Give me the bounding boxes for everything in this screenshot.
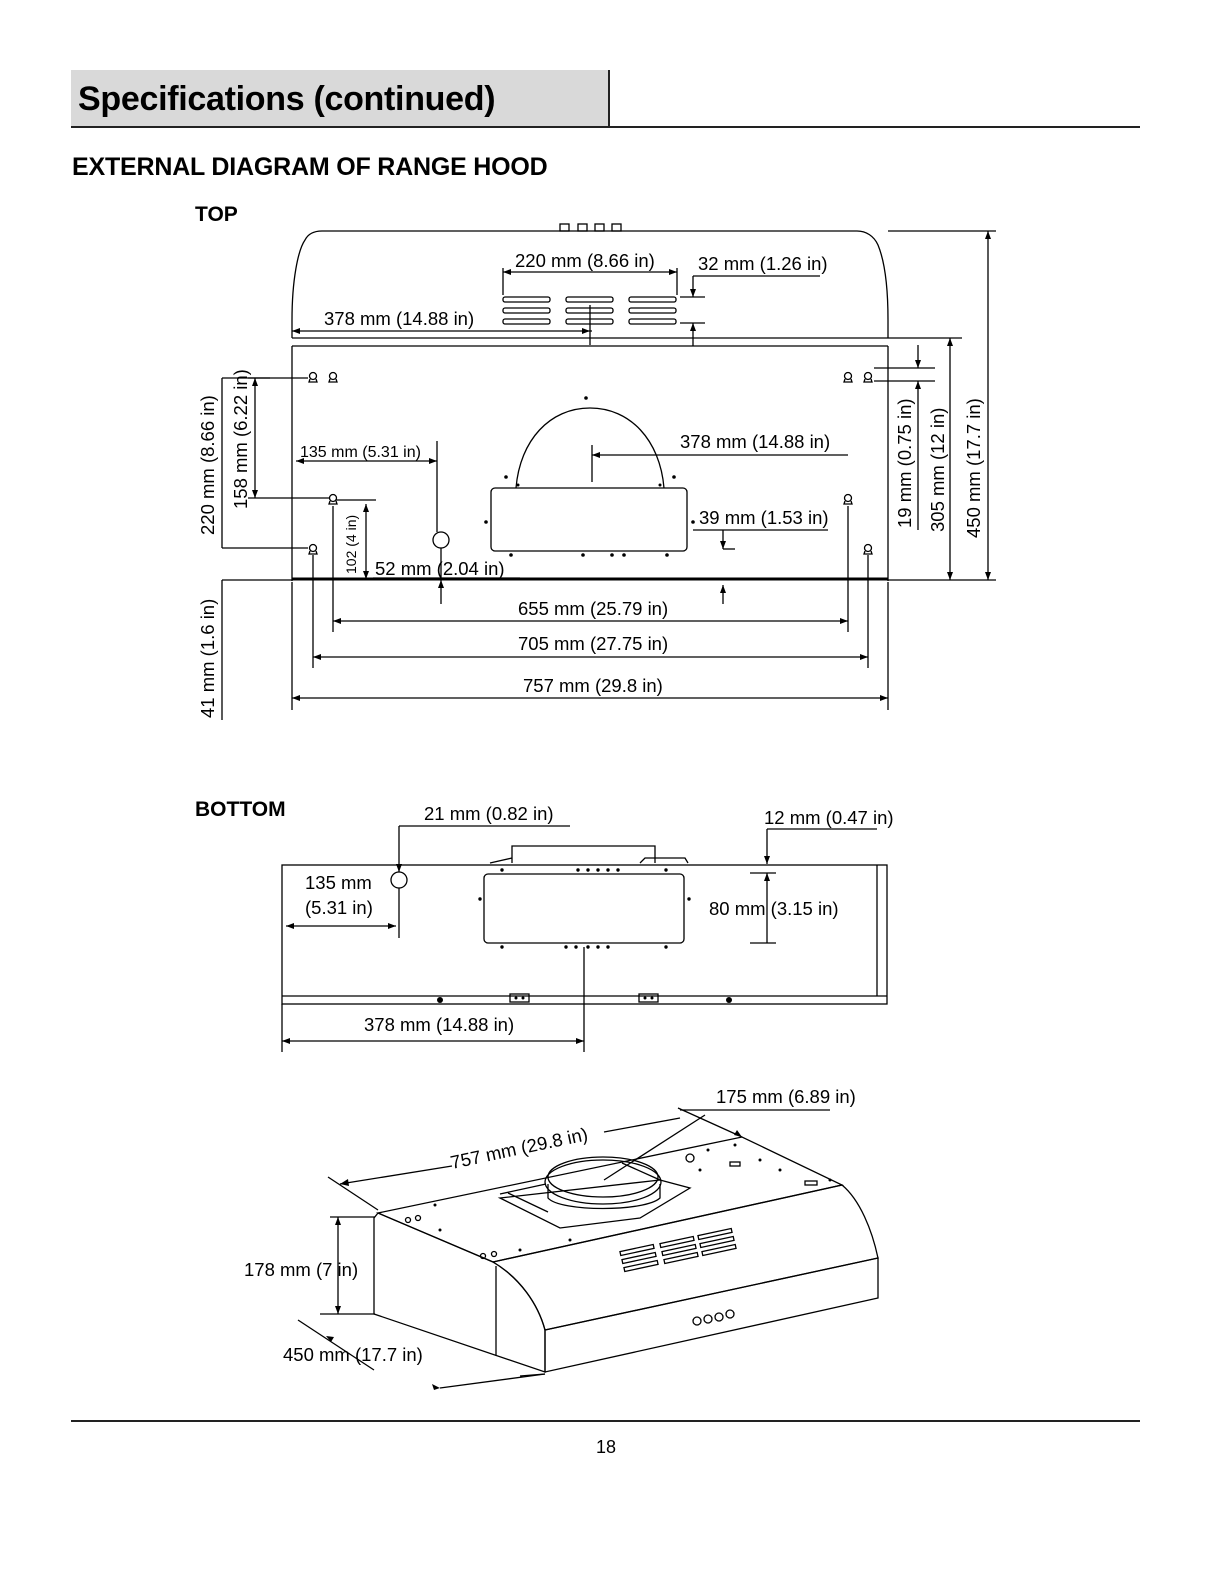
isometric-view-arrowheads [326,1130,742,1390]
dim-305: 305 mm (12 in) [927,408,948,532]
dim-757-iso: 757 mm (29.8 in) [448,1123,589,1173]
page-title: Specifications (continued) [78,80,496,118]
dim-21: 21 mm (0.82 in) [424,803,554,824]
dim-757: 757 mm (29.8 in) [523,675,663,696]
header-bar [71,70,610,127]
dim-39: 39 mm (1.53 in) [699,507,829,528]
bottom-view-dimension-lines [281,825,877,1052]
dim-378-mid: 378 mm (14.88 in) [680,431,830,452]
dim-705: 705 mm (27.75 in) [518,633,668,654]
bottom-view-dimension-labels: 21 mm (0.82 in) 12 mm (0.47 in) 135 mm (… [305,803,894,1035]
footer-rule [71,1420,1140,1422]
dim-102: 102 (4 in) [343,515,359,574]
section-title: EXTERNAL DIAGRAM OF RANGE HOOD [72,153,548,181]
dim-378-bottom: 378 mm (14.88 in) [364,1014,514,1035]
dim-135-line1: 135 mm [305,872,372,893]
dim-32: 32 mm (1.26 in) [698,253,828,274]
dim-178: 178 mm (7 in) [244,1259,358,1280]
page-number: 18 [595,1437,617,1457]
top-view-dimension-labels: 220 mm (8.66 in) 32 mm (1.26 in) 378 mm … [197,250,984,718]
dim-19: 19 mm (0.75 in) [894,398,915,528]
dim-135: 135 mm (5.31 in) [300,444,421,461]
dim-41: 41 mm (1.6 in) [197,599,218,718]
dim-450: 450 mm (17.7 in) [963,398,984,538]
dim-220-left: 220 mm (8.66 in) [197,395,218,535]
dim-378-upper: 378 mm (14.88 in) [324,308,474,329]
range-hood-diagram: TOP [195,203,996,1390]
dim-12: 12 mm (0.47 in) [764,807,894,828]
dim-655: 655 mm (25.79 in) [518,598,668,619]
bottom-view-arrowheads [282,856,770,1044]
dim-135-line2: (5.31 in) [305,897,373,918]
header-rule [71,126,1140,128]
isometric-view-outline [373,1136,879,1373]
top-view-dimension-lines [221,230,996,720]
dim-80: 80 mm (3.15 in) [709,898,839,919]
dim-158: 158 mm (6.22 in) [230,369,251,509]
dim-52: 52 mm (2.04 in) [375,558,505,579]
top-view-label: TOP [195,203,238,226]
top-view-arrowheads [252,231,991,701]
dim-175: 175 mm (6.89 in) [716,1086,856,1107]
dim-220-top: 220 mm (8.66 in) [515,250,655,271]
isometric-view-dimension-lines [297,1107,830,1389]
bottom-view-label: BOTTOM [195,798,286,821]
dim-450-iso: 450 mm (17.7 in) [283,1344,423,1365]
